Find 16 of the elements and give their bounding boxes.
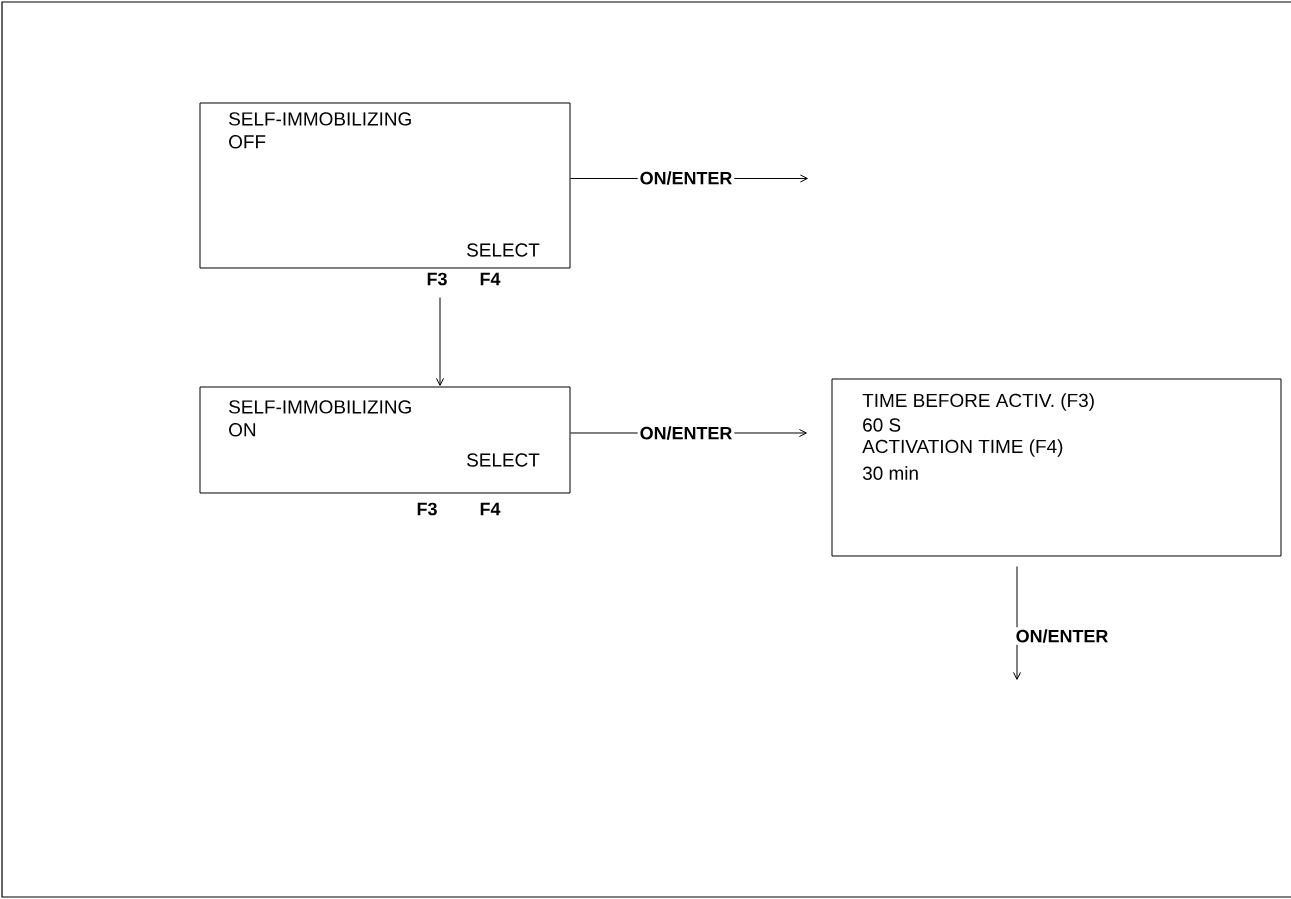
display-box: SELF-IMMOBILIZING OFF SELECT <box>199 102 571 269</box>
edge-label: ON/ENTER <box>637 424 735 442</box>
edge-label: ON/ENTER <box>637 169 735 187</box>
node-label: SELECT <box>467 243 540 257</box>
arrow <box>436 297 444 386</box>
key-label: F4 <box>480 502 501 516</box>
display-box: TIME BEFORE ACTIV. (F3) 60 S ACTIVATION TIME (F4) 30 min <box>831 378 1282 557</box>
key-label: F3 <box>417 502 437 516</box>
edge-label: ON/ENTER <box>1013 627 1111 645</box>
display-box: SELF-IMMOBILIZING ON SELECT <box>199 386 571 494</box>
node-label: SELECT <box>467 453 540 467</box>
key-label: F3 <box>427 272 447 286</box>
node-label: SELF-IMMOBILIZING OFF <box>229 112 411 149</box>
arrow <box>1013 566 1021 680</box>
node-label: SELF-IMMOBILIZING ON <box>229 400 411 437</box>
key-label: F4 <box>480 272 501 286</box>
